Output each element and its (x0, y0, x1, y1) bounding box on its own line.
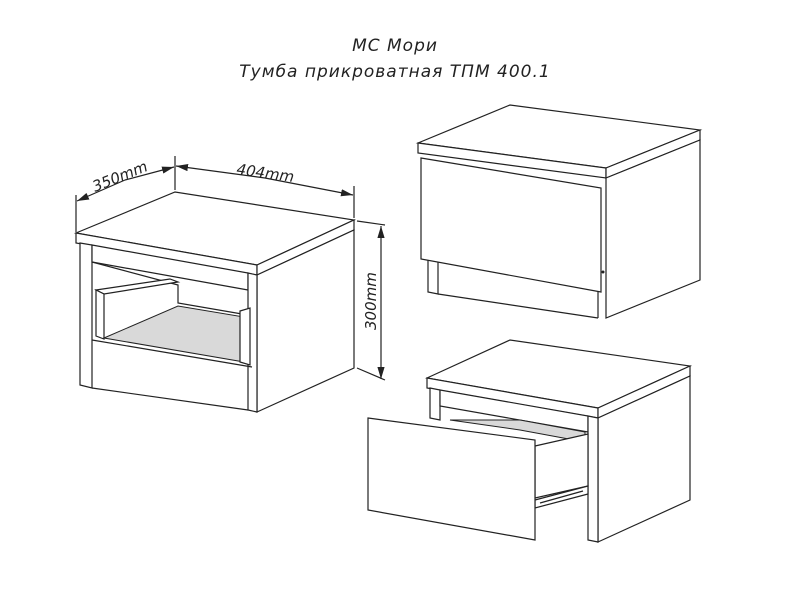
width-dim-arrow (264, 177, 354, 197)
dimensioned-view: 350mm 404mm 300mm (73, 156, 386, 413)
open-drawer-view (367, 339, 693, 543)
ext-line (356, 220, 386, 226)
drawer-left-side-top (94, 278, 181, 295)
runner-rail (539, 490, 584, 504)
drawer-right-side (239, 307, 251, 366)
height-dimension-label: 300mm (362, 272, 380, 330)
closed-view (415, 104, 703, 319)
drawer-front (367, 417, 536, 541)
depth-dim-arrow (76, 179, 126, 202)
left-leg (79, 242, 93, 389)
bottom-edge (437, 293, 599, 319)
width-dimension-label: 404mm (235, 160, 295, 186)
brand-title: МС Мори (352, 36, 438, 56)
drawer-front (420, 157, 602, 293)
left-leg (429, 387, 441, 421)
depth-dim-arrow (124, 166, 175, 181)
depth-dimension-label: 350mm (90, 157, 150, 195)
right-front-edge (587, 415, 599, 543)
product-title: Тумба прикроватная ТПМ 400.1 (239, 62, 551, 82)
bottom-edge (91, 387, 249, 411)
inner-back-lines (91, 261, 243, 315)
drawer-left-side (95, 289, 105, 340)
hinge-dot (601, 270, 605, 274)
width-dim-arrow (175, 164, 266, 179)
right-side-panel (605, 139, 701, 319)
drawer-bottom-edge (91, 339, 253, 368)
